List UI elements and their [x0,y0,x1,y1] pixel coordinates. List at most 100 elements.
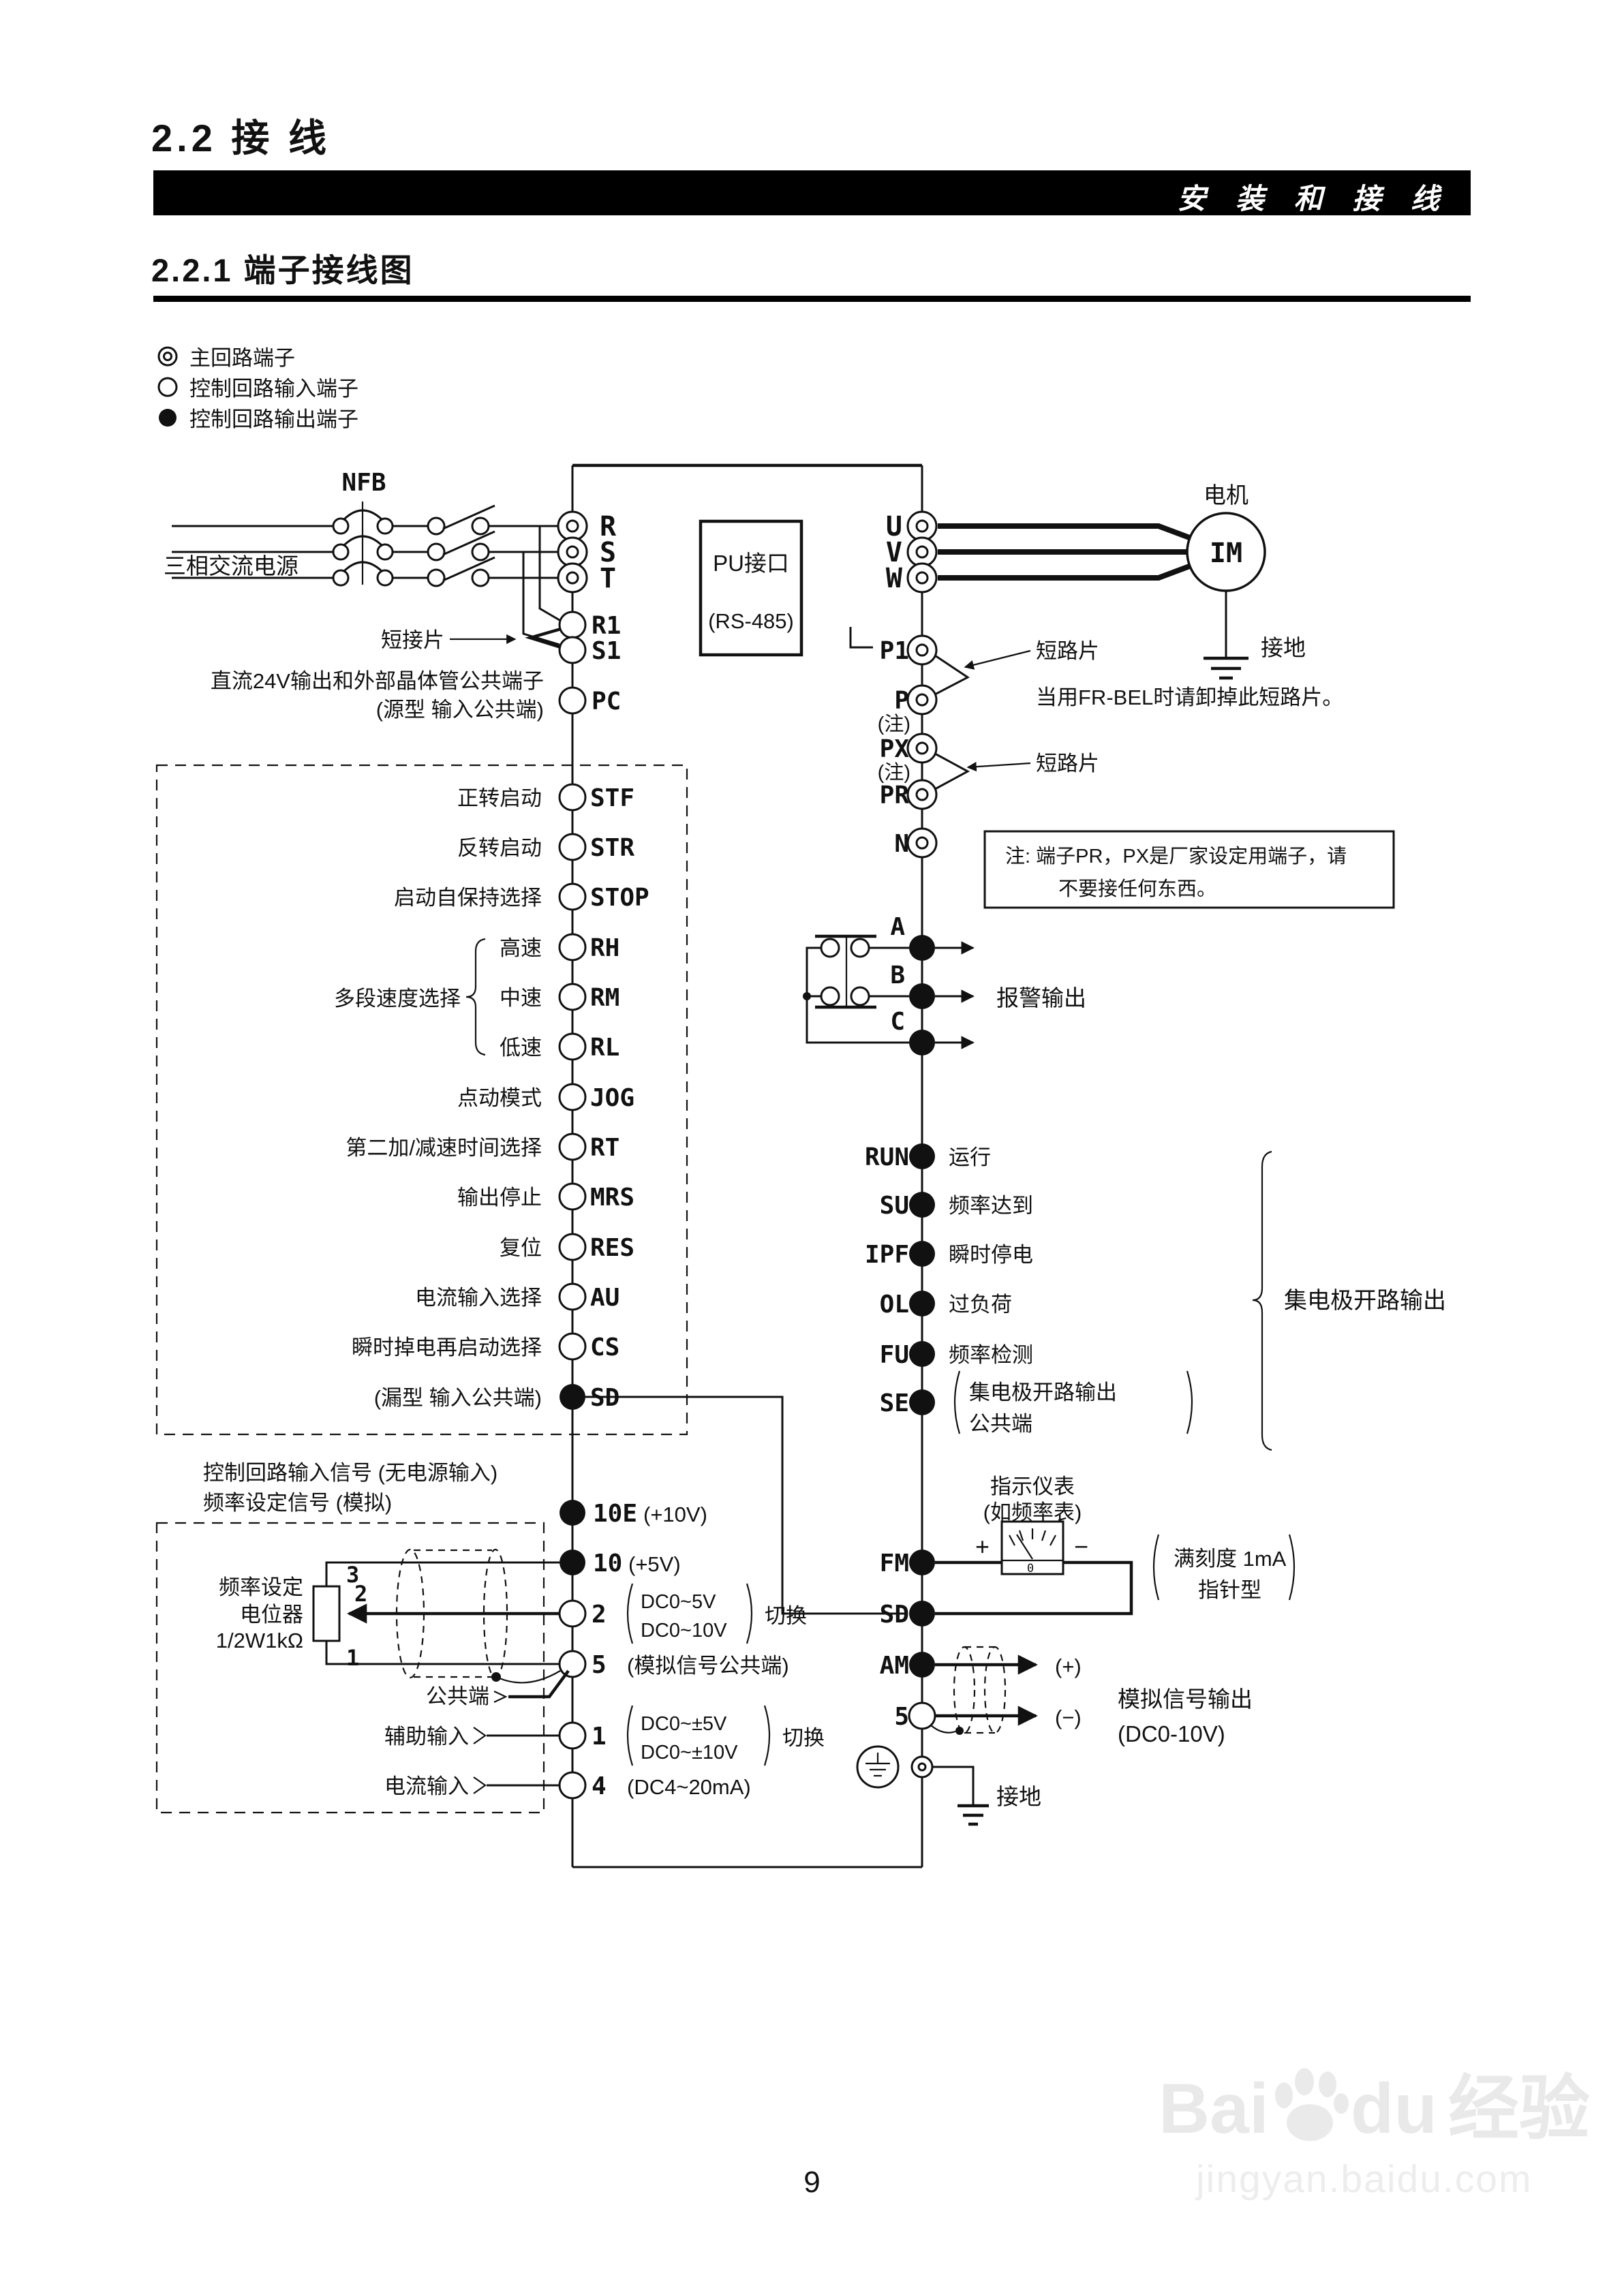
pot-bottom-wire [325,1641,560,1665]
meter-return-wire [935,1560,1133,1616]
control-input-dashed-box [155,764,688,1436]
p-note-mark: (注) [878,713,910,735]
terminal-p1-label: P1 [880,637,909,665]
meter-plus: + [975,1532,990,1560]
ground-section: 接地 [856,1745,1041,1826]
baidu-watermark: Bai du 经验 jingyan.baidu.com [1159,2068,1608,2202]
phase-r [172,504,557,536]
shield-to-5-curve [499,1670,561,1684]
mrs-desc: 输出停止 [457,1186,542,1210]
t2-switch-note: DC0~5V DC0~10V 切换 [626,1583,807,1644]
terminal-pr: PR [880,779,938,810]
terminal-w-label: W [886,563,903,594]
ground-label: 接地 [996,1784,1041,1809]
terminal-r-label: R [600,511,617,542]
terminal-2: 2 [558,1599,607,1629]
output-terminal-icon [159,408,177,427]
t2-name: 2 [592,1601,607,1629]
earth-symbol-circle [856,1745,900,1789]
earth-symbol [865,1753,890,1777]
terminal-pc: PC [558,686,621,715]
se-paren-left [953,1370,961,1434]
run-name: RUN [865,1143,909,1171]
terminal-p1: P1 [880,634,938,666]
terminal-r1-label: R1 [592,612,621,640]
t5-desc: (模拟信号公共端) [627,1654,789,1678]
note-line2: 不要接任何东西。 [1058,878,1216,900]
terminal-a: A [890,913,975,961]
terminal-v-label: V [886,537,902,568]
terminal-1: 1 [558,1721,607,1751]
analog-setting-section: 控制回路输入信号 (无电源输入) 频率设定信号 (模拟) 10E (+10V) … [203,1461,825,1800]
terminal-fu: FU 频率检测 [880,1341,1033,1369]
terminal-cs: 瞬时掉电再启动选择 CS [352,1332,619,1361]
main-terminal-icon [157,346,178,366]
t1-opt2: DC0~±10V [641,1742,738,1763]
motor-wire-w [938,563,1193,581]
rl-name: RL [590,1034,619,1062]
cs-name: CS [590,1334,619,1361]
terminal-su: SU 频率达到 [880,1192,1033,1220]
terminal-10e: 10E (+10V) [560,1500,707,1528]
terminal-au: 电流输入选择 AU [415,1282,619,1312]
terminal-r: R [557,510,617,542]
meter-spec-paren-right [1288,1534,1296,1601]
common-wire [508,1669,570,1699]
terminal-sd-output: SD [880,1601,935,1629]
meter-needle [1016,1534,1033,1560]
phase-s [172,530,557,561]
terminal-px-label: PX [880,735,910,763]
se-paren-right [1186,1370,1193,1434]
meter-spec2: 指针型 [1198,1578,1261,1602]
pc-desc-line1: 直流24V输出和外部晶体管公共端子 [211,669,544,693]
terminal-se: SE 集电极开路输出 公共端 [880,1370,1193,1436]
oc-bracket [1252,1150,1272,1451]
oc-bracket-label: 集电极开路输出 [1284,1288,1446,1314]
stf-desc: 正转启动 [457,786,542,810]
terminal-4: 4 (DC4~20mA) [558,1771,751,1800]
r1-tap-wire [538,526,560,621]
rt-name: RT [590,1134,619,1162]
t1-switch-label: 切换 [782,1726,825,1750]
baidu-logo-du: du [1350,2069,1437,2148]
analog-out-shield [930,1646,1007,1735]
ipf-name: IPF [865,1241,909,1269]
t10-desc: (+5V) [628,1552,681,1576]
pot-pin2: 2 [354,1581,367,1607]
pot-top-wire [325,1561,560,1586]
analog-header1: 控制回路输入信号 (无电源输入) [203,1461,497,1485]
terminal-s1: S1 [558,636,621,665]
meter-spec1: 满刻度 1mA [1174,1547,1287,1571]
stop-name: STOP [590,884,649,912]
meter-body [1000,1520,1064,1575]
rm-name: RM [590,984,619,1012]
baidu-logo-cn: 经验 [1447,2069,1590,2148]
analog-header2: 频率设定信号 (模拟) [203,1491,392,1515]
s1-tap-wire [522,552,560,646]
t2-opt2: DC0~10V [641,1620,727,1642]
str-name: STR [590,834,634,862]
fu-name: FU [880,1341,909,1369]
ground-terminal-inner [917,1762,927,1772]
fu-desc: 频率检测 [949,1343,1033,1367]
open-collector-outputs: RUN 运行 SU 频率达到 IPF 瞬时停电 OL 过负荷 FU 频率 [865,1143,1446,1451]
terminal-jog: 点动模式 JOG [457,1083,634,1112]
terminal-pr-label: PR [880,782,910,810]
p1-bracket [849,627,873,649]
meter-title2: (如频率表) [983,1500,1082,1524]
motor-label: 电机 [1204,482,1248,508]
dc-terminals-section: P1 短路片 当用FR-BEL时请卸掉此短路片。 P (注) PX (注) 短路… [849,627,1343,859]
am-plus: (+) [1055,1654,1082,1678]
jumper-label: 短接片 [381,628,444,652]
terminal-p-label: P [894,687,909,715]
terminal-v: V [886,536,938,568]
contact-junction-dot [803,992,811,1000]
multi-speed-label: 多段速度选择 [334,987,461,1011]
terminal-t: T [557,562,616,594]
nfb-label: NFB [341,469,386,497]
su-desc: 频率达到 [949,1194,1033,1218]
phase-t [172,556,557,587]
chapter-banner-text: 安 装 和 接 线 [1177,183,1450,215]
terminal-n-label: N [894,830,909,858]
se-name: SE [880,1389,909,1417]
